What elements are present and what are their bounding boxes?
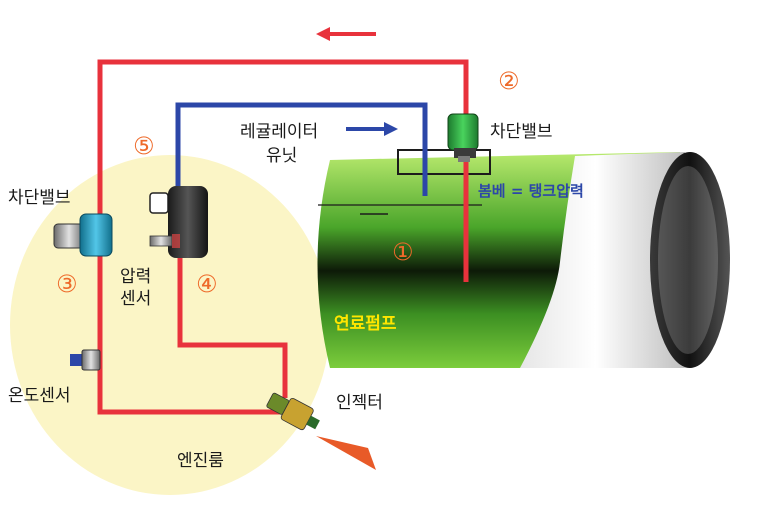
- arrow-left-icon: [316, 27, 376, 41]
- temperature-sensor-label: 온도센서: [8, 386, 71, 406]
- shutoff-valve-engine-label: 차단밸브: [8, 188, 71, 208]
- shutoff-valve-tank-label: 차단밸브: [490, 122, 553, 142]
- regulator-unit-label-line1: 레귤레이터: [240, 122, 318, 142]
- number-4: ④: [196, 270, 218, 298]
- injector-label: 인젝터: [336, 393, 383, 413]
- fuel-pump-label: 연료펌프: [334, 314, 397, 334]
- regulator-unit-icon: [149, 186, 208, 258]
- pressure-sensor-label-line1: 압력: [120, 267, 151, 287]
- high-pressure-line: [177, 255, 288, 398]
- bombe-tank-pressure-label: 봄베 = 탱크압력: [478, 182, 584, 200]
- engine-shutoff-valve-icon: [53, 213, 113, 257]
- number-2: ②: [498, 67, 520, 95]
- low-pressure-line: [175, 102, 428, 196]
- engine-room-label: 엔진룸: [177, 451, 224, 471]
- arrow-right-icon: [346, 122, 398, 136]
- injector-icon: [266, 392, 376, 470]
- number-1: ①: [392, 238, 414, 266]
- number-5: ⑤: [133, 132, 155, 160]
- number-3: ③: [56, 270, 78, 298]
- regulator-unit-label-line2: 유닛: [266, 146, 297, 166]
- temperature-sensor-icon: [70, 349, 101, 371]
- pressure-sensor-label-line2: 센서: [120, 289, 151, 309]
- fuel-tank: [317, 149, 730, 368]
- tank-shutoff-valve-icon: [447, 113, 479, 162]
